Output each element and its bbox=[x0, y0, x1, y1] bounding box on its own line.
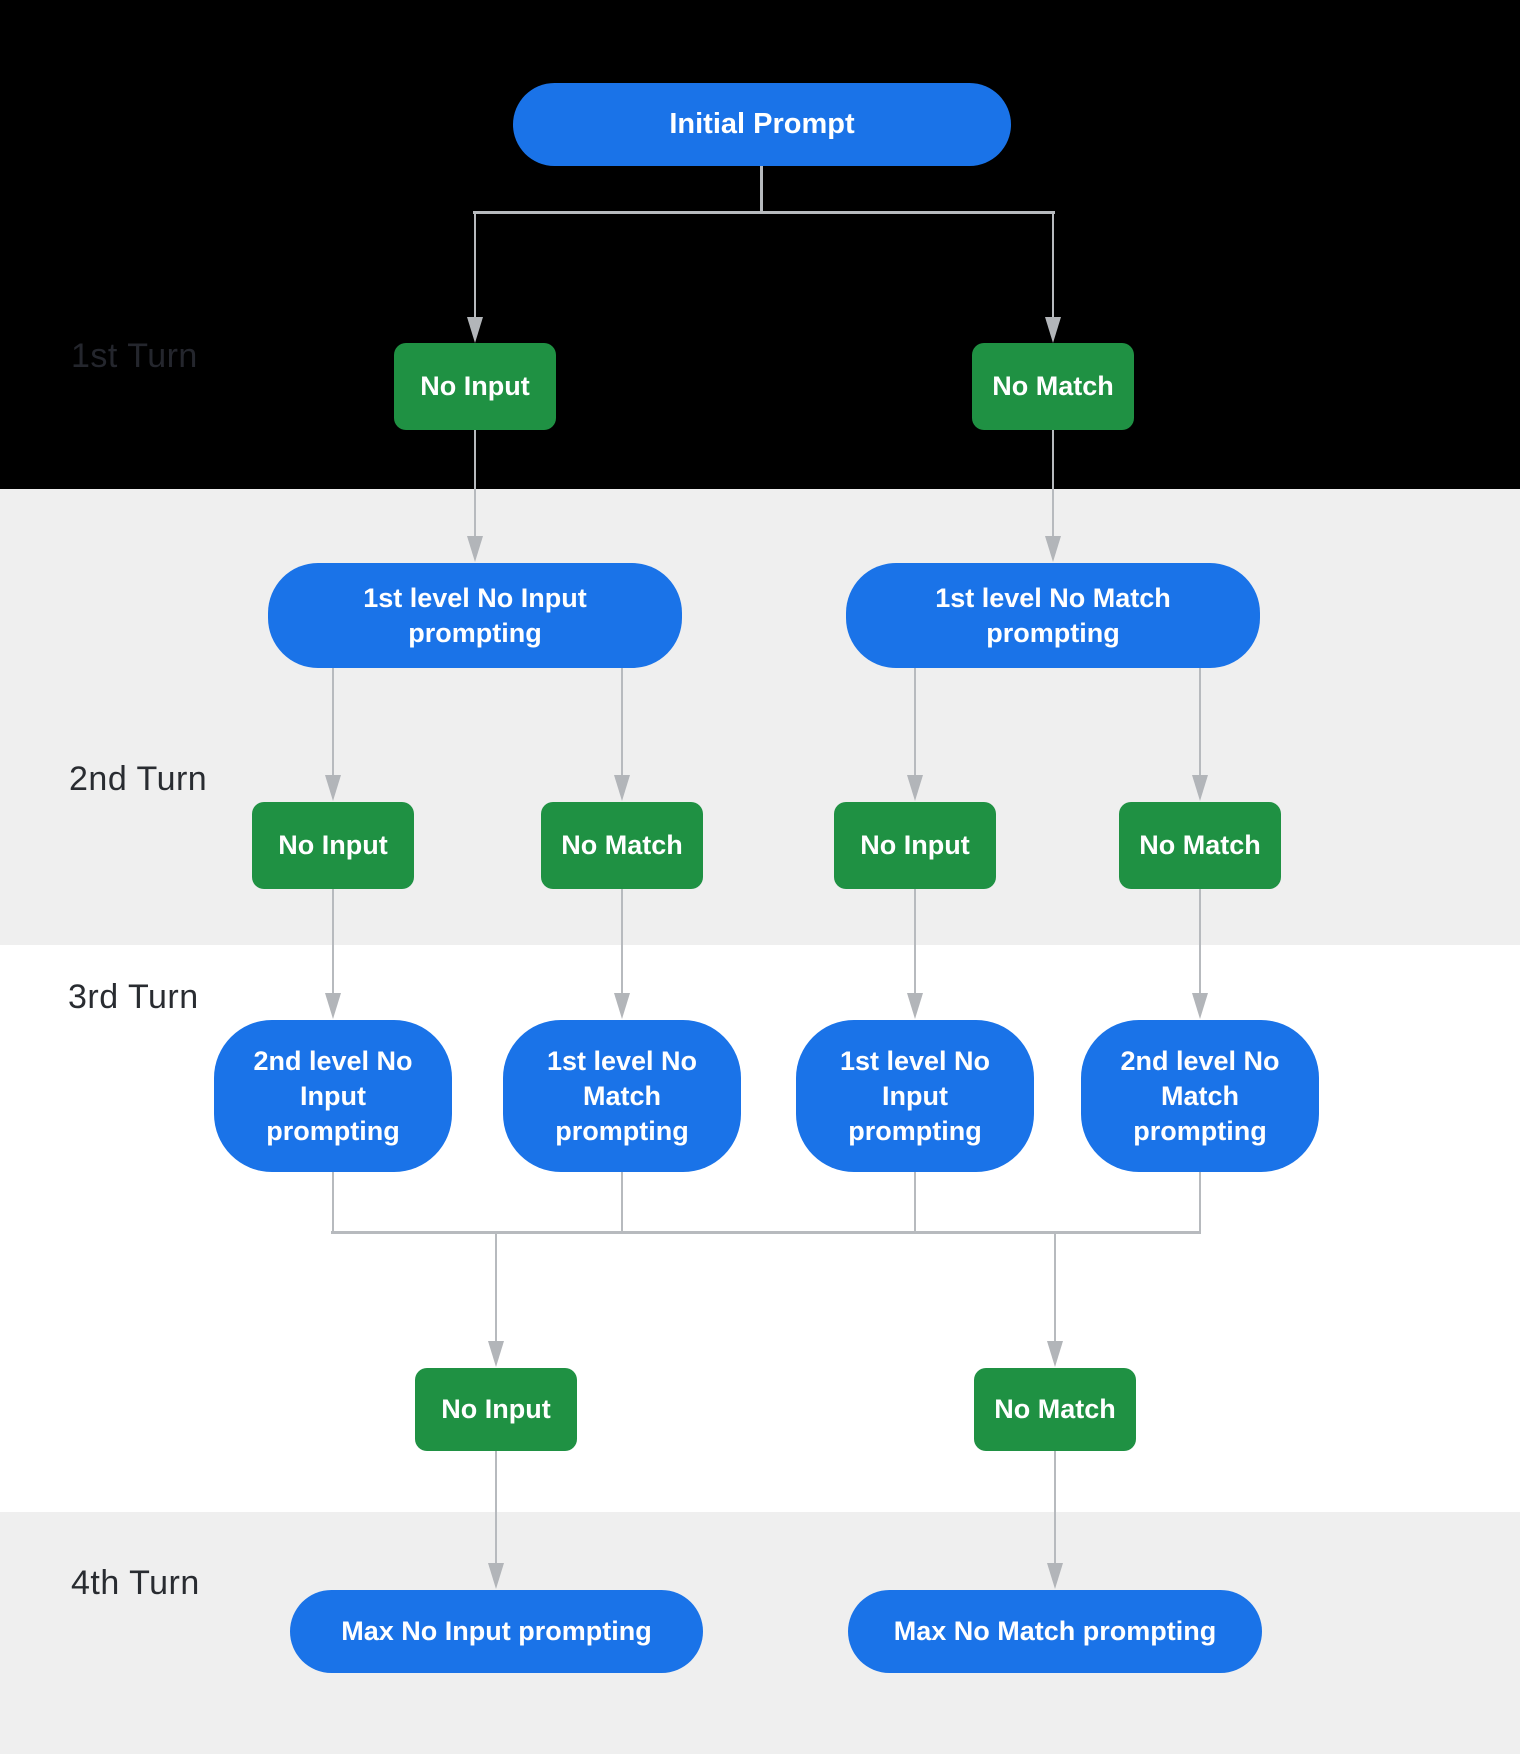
arrowhead-t3-col1 bbox=[325, 993, 341, 1019]
arrowhead-merge-right bbox=[1047, 1341, 1063, 1367]
node-1st-level-no-match-prompting-turn3: 1st level No Match prompting bbox=[503, 1020, 741, 1172]
arrowhead-t3-col2 bbox=[614, 993, 630, 1019]
arrowhead-t3-col4 bbox=[1192, 993, 1208, 1019]
node-max-no-input-prompting: Max No Input prompting bbox=[290, 1590, 703, 1673]
node-1st-level-no-input-prompting-label: 1st level No Input prompting bbox=[363, 582, 587, 648]
connector-t2-col4 bbox=[1199, 668, 1201, 777]
node-no-input-turn1: No Input bbox=[394, 343, 556, 430]
arrowhead-t2-col2 bbox=[614, 775, 630, 801]
connector-t3-col2 bbox=[621, 889, 623, 996]
node-1st-level-no-match-prompting-label: 1st level No Match prompting bbox=[935, 582, 1171, 648]
connector-turn1-right bbox=[1052, 211, 1054, 321]
node-no-match-turn1-label: No Match bbox=[992, 371, 1114, 401]
band-turn2-gray bbox=[0, 489, 1520, 945]
node-no-match-turn2-left-label: No Match bbox=[561, 830, 683, 860]
connector-noinput1-to-pill bbox=[474, 430, 476, 538]
node-max-no-input-prompting-label: Max No Input prompting bbox=[341, 1616, 652, 1646]
connector-merge-drop-right bbox=[1054, 1231, 1056, 1343]
connector-merge-drop-left bbox=[495, 1231, 497, 1343]
connector-merge-col2 bbox=[621, 1172, 623, 1234]
node-max-no-match-prompting-label: Max No Match prompting bbox=[893, 1616, 1217, 1646]
node-1st-level-no-input-prompting-turn3-label: 1st level No Input prompting bbox=[839, 1045, 991, 1146]
arrowhead-turn1-left bbox=[467, 317, 483, 343]
node-no-match-turn2-right-label: No Match bbox=[1139, 830, 1261, 860]
connector-merge-col1 bbox=[332, 1172, 334, 1234]
band-turn4-gray bbox=[0, 1512, 1520, 1754]
connector-initial-branch bbox=[473, 211, 1055, 214]
node-no-input-turn2-right-label: No Input bbox=[860, 830, 970, 860]
connector-t2-col1 bbox=[332, 668, 334, 777]
connector-t2-col2 bbox=[621, 668, 623, 777]
node-no-input-turn3: No Input bbox=[415, 1368, 577, 1451]
node-1st-level-no-match-prompting: 1st level No Match prompting bbox=[846, 563, 1260, 668]
connector-max-right bbox=[1054, 1451, 1056, 1563]
band-turn1-black bbox=[0, 0, 1520, 489]
node-2nd-level-no-input-prompting: 2nd level No Input prompting bbox=[214, 1020, 452, 1172]
connector-merge-col3 bbox=[914, 1172, 916, 1234]
arrowhead-t2-col4 bbox=[1192, 775, 1208, 801]
arrowhead-t2-col3 bbox=[907, 775, 923, 801]
node-1st-level-no-input-prompting-turn3: 1st level No Input prompting bbox=[796, 1020, 1034, 1172]
arrowhead-merge-left bbox=[488, 1341, 504, 1367]
node-no-match-turn1: No Match bbox=[972, 343, 1134, 430]
connector-merge-bus bbox=[331, 1231, 1201, 1234]
connector-initial-stem bbox=[760, 166, 763, 214]
node-no-match-turn2-left: No Match bbox=[541, 802, 703, 889]
node-no-input-turn2-right: No Input bbox=[834, 802, 996, 889]
turn-label-4th: 4th Turn bbox=[71, 1564, 200, 1602]
connector-nomatch1-to-pill bbox=[1052, 430, 1054, 538]
node-no-input-turn1-label: No Input bbox=[420, 371, 530, 401]
turn-label-3rd: 3rd Turn bbox=[68, 978, 199, 1016]
arrowhead-pill-left bbox=[467, 536, 483, 562]
connector-turn1-left bbox=[474, 211, 476, 321]
node-no-match-turn3-label: No Match bbox=[994, 1394, 1116, 1424]
arrowhead-t2-col1 bbox=[325, 775, 341, 801]
turn-label-1st: 1st Turn bbox=[71, 337, 198, 375]
node-max-no-match-prompting: Max No Match prompting bbox=[848, 1590, 1262, 1673]
connector-t3-col1 bbox=[332, 889, 334, 996]
node-no-input-turn2-left-label: No Input bbox=[278, 830, 388, 860]
connector-max-left bbox=[495, 1451, 497, 1563]
node-no-input-turn2-left: No Input bbox=[252, 802, 414, 889]
arrowhead-max-right bbox=[1047, 1563, 1063, 1589]
connector-t2-col3 bbox=[914, 668, 916, 777]
node-2nd-level-no-input-prompting-label: 2nd level No Input prompting bbox=[253, 1045, 413, 1146]
node-no-input-turn3-label: No Input bbox=[441, 1394, 551, 1424]
node-1st-level-no-input-prompting: 1st level No Input prompting bbox=[268, 563, 682, 668]
connector-t3-col4 bbox=[1199, 889, 1201, 996]
node-initial-prompt-label: Initial Prompt bbox=[669, 108, 855, 140]
turn-label-2nd: 2nd Turn bbox=[69, 760, 208, 798]
connector-t3-col3 bbox=[914, 889, 916, 996]
arrowhead-t3-col3 bbox=[907, 993, 923, 1019]
node-no-match-turn3: No Match bbox=[974, 1368, 1136, 1451]
node-no-match-turn2-right: No Match bbox=[1119, 802, 1281, 889]
connector-merge-col4 bbox=[1199, 1172, 1201, 1234]
arrowhead-max-left bbox=[488, 1563, 504, 1589]
node-initial-prompt: Initial Prompt bbox=[513, 83, 1011, 166]
arrowhead-pill-right bbox=[1045, 536, 1061, 562]
node-2nd-level-no-match-prompting: 2nd level No Match prompting bbox=[1081, 1020, 1319, 1172]
node-2nd-level-no-match-prompting-label: 2nd level No Match prompting bbox=[1120, 1045, 1280, 1146]
node-1st-level-no-match-prompting-turn3-label: 1st level No Match prompting bbox=[546, 1045, 698, 1146]
arrowhead-turn1-right bbox=[1045, 317, 1061, 343]
